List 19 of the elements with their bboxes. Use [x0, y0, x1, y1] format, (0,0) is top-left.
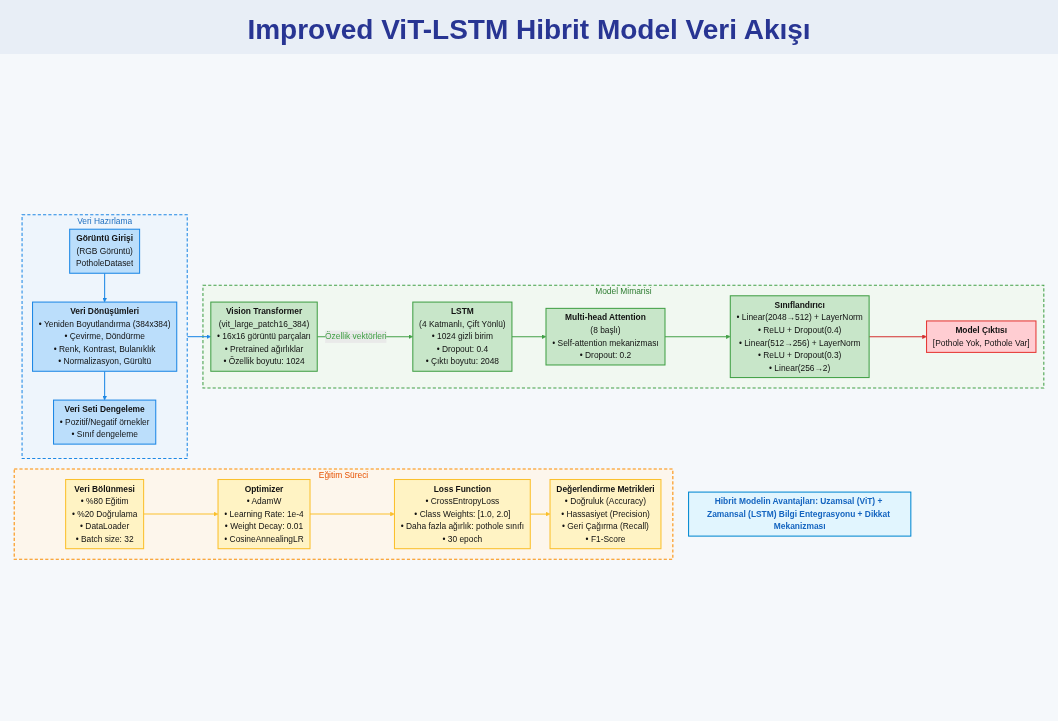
- node-box: Değerlendirme Metrikleri • Doğruluk (Accuracy) • Hassasiyet (Precision) • Geri Çağırma (Recall) • F1-Score: [549, 478, 662, 549]
- arrow: [664, 333, 731, 339]
- arrow: [102, 272, 107, 302]
- node-box: Loss Function • CrossEntropyLoss • Class Weights: [1.0, 2.0] • Daha fazla ağırlık: pothole sınıfı • 30 epoch: [393, 478, 531, 549]
- node-box: Veri Dönüşümleri • Yeniden Boyutlandırma (384x384) • Çevirme, Döndürme • Renk, Kontrast, Bulanıklık • Normalizasyon, Gürültü: [32, 301, 178, 372]
- node-box: Görüntü Girişi (RGB Görüntü) PotholeDataset: [69, 228, 141, 274]
- node-box: Vision Transformer (vit_large_patch16_384) • 16x16 görüntü parçaları • Pretrained ağırlıklar • Özellik boyutu: 1024: [210, 301, 318, 372]
- arrow: [143, 511, 219, 516]
- node-box: Veri Seti Dengeleme • Pozitif/Negatif örnekler • Sınıf dengeleme: [53, 399, 157, 445]
- node-box: Optimizer • AdamW • Learning Rate: 1e-4 • Weight Decay: 0.01 • CosineAnnealingLR: [217, 478, 311, 549]
- node-box: Model Çıktısı [Pothole Yok, Pothole Var]: [926, 319, 1037, 353]
- node-box: Sınıflandırıcı • Linear(2048→512) + LayerNorm • ReLU + Dropout(0.4) • Linear(512→256) + LayerNorm • ReLU + Dropout(0.3) • Linear(256→2): [729, 294, 870, 378]
- node-box: LSTM (4 Katmanlı, Çift Yönlü) • 1024 gizli birim • Dropout: 0.4 • Çıktı boyutu: 2048: [412, 301, 513, 372]
- diagram-title: Improved ViT-LSTM Hibrit Model Veri Akışı: [0, 0, 1058, 54]
- arrow: [102, 370, 107, 400]
- edge-label: Özellik vektörleri: [325, 331, 387, 341]
- node-box: Multi-head Attention (8 başlı) • Self-attention mekanizması • Dropout: 0.2: [545, 307, 666, 365]
- node-box: Hibrit Modelin Avantajları: Uzamsal (ViT) + Zamansal (LSTM) Bilgi Entegrasyonu + Dikkat Mekanizması: [688, 491, 912, 537]
- node-box: Veri Bölünmesi • %80 Eğitim • %20 Doğrulama • DataLoader • Batch size: 32: [65, 478, 145, 549]
